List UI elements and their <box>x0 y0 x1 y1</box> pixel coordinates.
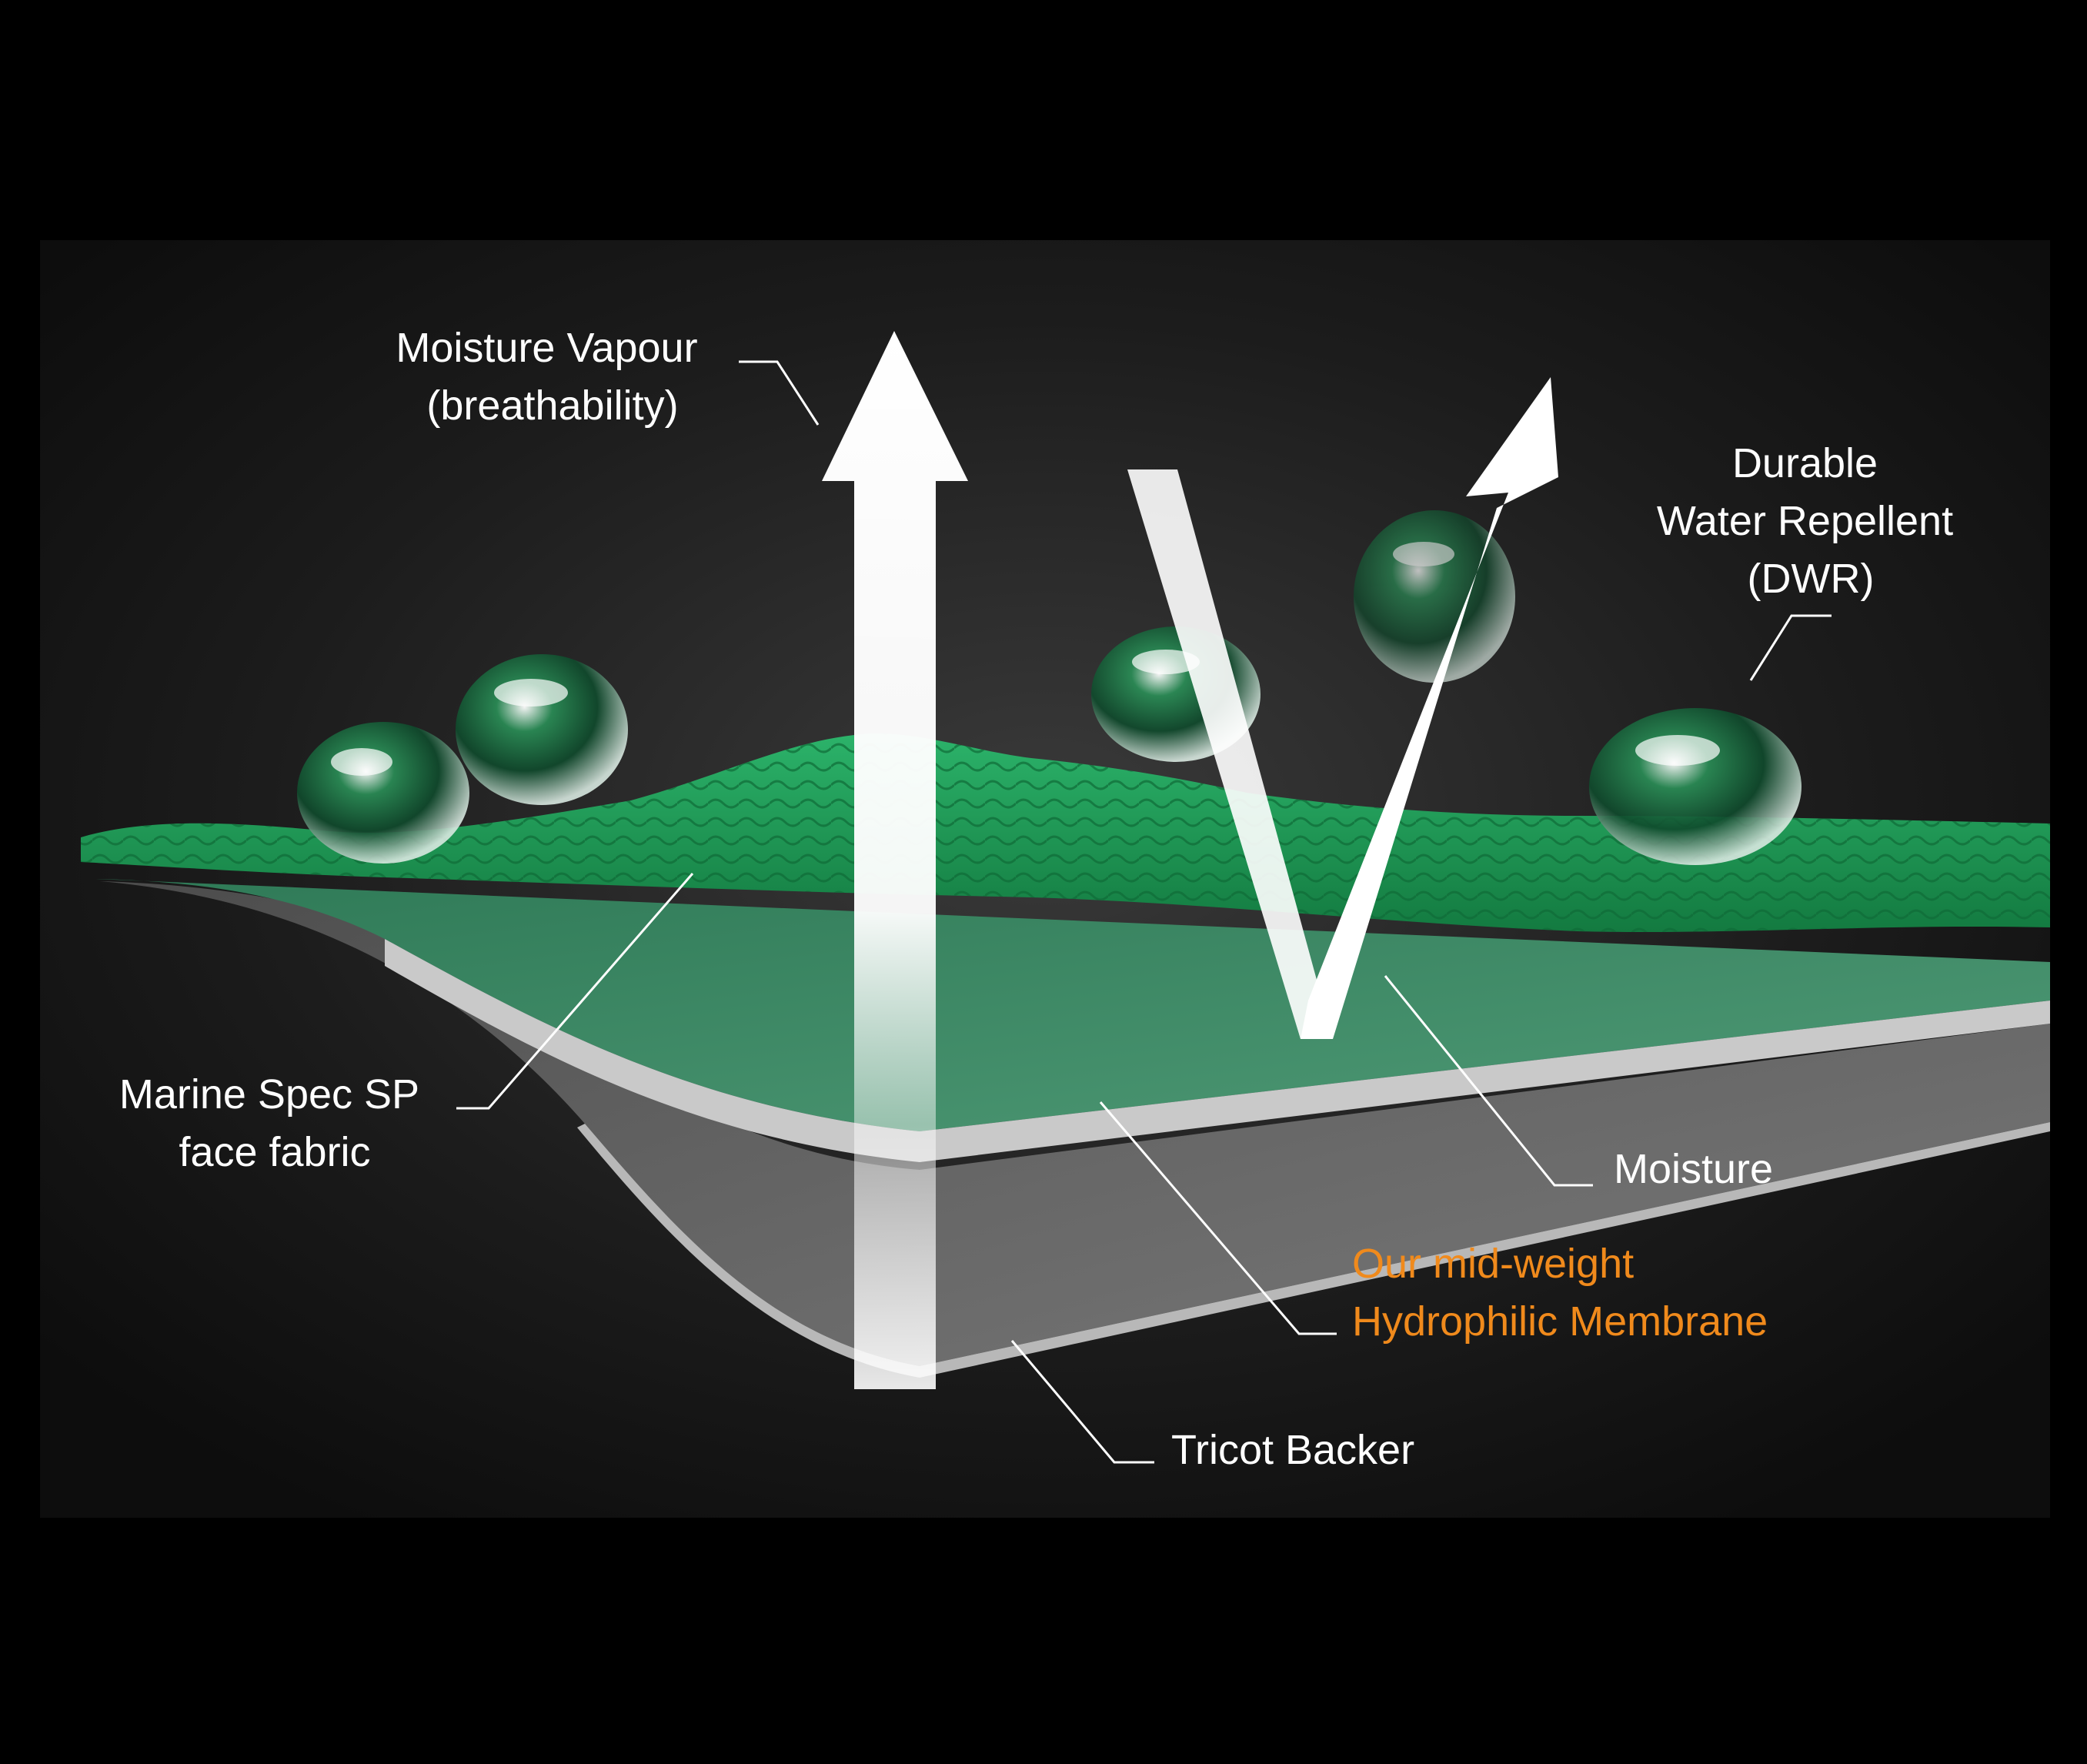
leader-membrane <box>1099 1101 1337 1335</box>
leader-moisture-vapour <box>739 360 820 426</box>
leader-dwr <box>1749 614 1832 681</box>
label-dwr: Durable Water Repellent (DWR) <box>1657 440 1965 602</box>
label-moisture: Moisture <box>1614 1146 1773 1192</box>
face-fabric-weave <box>81 733 2050 933</box>
water-droplet-icon <box>1354 510 1515 683</box>
leader-tricot <box>1010 1340 1154 1464</box>
water-droplet-icon <box>1589 708 1801 865</box>
leader-face-fabric <box>456 873 694 1110</box>
hydrophilic-membrane-layer <box>96 879 2050 1131</box>
tricot-backer-layer <box>100 881 2050 1366</box>
label-tricot: Tricot Backer <box>1171 1427 1414 1473</box>
label-face-fabric: Marine Spec SP face fabric <box>119 1071 430 1175</box>
hydrophilic-membrane-edge <box>385 939 2050 1162</box>
leader-moisture <box>1384 975 1593 1187</box>
water-droplet-icon <box>456 654 628 805</box>
label-moisture-vapour: Moisture Vapour (breathability) <box>396 325 709 429</box>
up-arrow-icon <box>822 331 968 1389</box>
label-membrane: Our mid-weight Hydrophilic Membrane <box>1352 1241 1768 1345</box>
deflect-arrow-icon <box>1127 377 1558 1039</box>
water-droplet-icon <box>297 722 469 864</box>
